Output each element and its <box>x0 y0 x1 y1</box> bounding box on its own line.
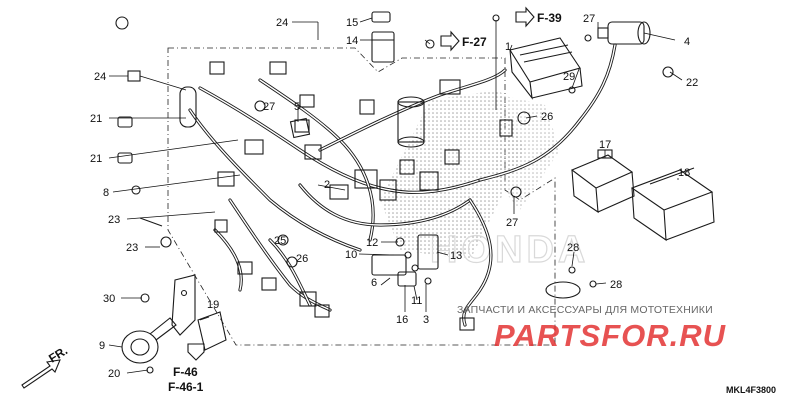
callout-24-left: 24 <box>94 71 106 83</box>
part-28-sensor <box>545 266 597 299</box>
callout-23-upper: 23 <box>108 214 120 226</box>
ref-f46-1: F-46-1 <box>168 380 204 394</box>
ref-f27: F-27 <box>462 35 487 49</box>
callout-23-lower: 23 <box>126 242 138 254</box>
part-19-bracket <box>171 274 227 351</box>
callout-27-top: 27 <box>583 13 595 25</box>
callout-10: 10 <box>345 249 357 261</box>
callout-30: 30 <box>103 293 115 305</box>
ref-f46: F-46 <box>173 365 198 379</box>
callout-12: 12 <box>366 237 378 249</box>
callout-17: 17 <box>599 139 611 151</box>
callout-11: 11 <box>411 295 422 307</box>
part-17-module <box>570 149 635 214</box>
callout-18: 18 <box>678 167 690 179</box>
main-wire-harness <box>188 43 617 327</box>
relay-unit <box>397 96 425 148</box>
callout-3: 3 <box>423 314 429 326</box>
reference-labels: F-39 F-27 F-46 F-46-1 FR. <box>46 11 562 394</box>
diagram-code: MKL4F3800 <box>726 385 777 395</box>
faint-brand-text: HONDA <box>430 229 589 271</box>
callout-5: 5 <box>294 101 300 113</box>
callout-25: 25 <box>274 235 286 247</box>
callout-2: 2 <box>324 179 330 191</box>
callout-15: 15 <box>346 17 358 29</box>
callout-1: 1 <box>505 41 511 53</box>
callout-16: 16 <box>396 314 408 326</box>
callout-27-left: 27 <box>263 101 275 113</box>
callout-13: 13 <box>450 250 462 262</box>
part-9-horn <box>121 317 177 364</box>
harness-connectors <box>209 61 513 331</box>
watermark-logo: PARTSFOR.RU <box>494 318 727 353</box>
callout-29: 29 <box>563 71 575 83</box>
callout-21-upper: 21 <box>90 113 102 125</box>
front-direction-label: FR. <box>46 343 70 365</box>
callout-28-lower: 28 <box>610 279 622 291</box>
callout-26-center: 26 <box>296 253 308 265</box>
callout-19: 19 <box>207 299 219 311</box>
part-18-module <box>630 167 715 242</box>
callout-27-right: 27 <box>506 217 518 229</box>
callout-6: 6 <box>371 277 377 289</box>
leader-lines <box>108 17 683 374</box>
part-14-15-units <box>371 11 395 63</box>
callout-4: 4 <box>684 36 690 48</box>
callout-28-upper: 28 <box>567 242 579 254</box>
halftone-area-main <box>380 90 525 260</box>
callout-21-lower: 21 <box>90 153 102 165</box>
ref-f39: F-39 <box>537 11 562 25</box>
callout-24-top: 24 <box>276 17 288 29</box>
callout-8: 8 <box>103 187 109 199</box>
callout-22: 22 <box>686 77 698 89</box>
watermark-tagline: ЗАПЧАСТИ И АКСЕССУАРЫ ДЛЯ МОТОТЕХНИКИ <box>457 304 713 316</box>
callout-labels: 1 2 3 4 5 6 8 9 10 11 12 13 14 15 16 17 … <box>90 13 698 380</box>
halftone-area-right <box>495 95 560 210</box>
callout-14: 14 <box>346 35 358 47</box>
part-4-component <box>597 21 651 45</box>
callout-26-right: 26 <box>541 111 553 123</box>
part-1-control-unit <box>509 37 583 100</box>
reference-arrows <box>21 6 535 389</box>
callout-9: 9 <box>99 340 105 352</box>
callout-20: 20 <box>108 368 120 380</box>
